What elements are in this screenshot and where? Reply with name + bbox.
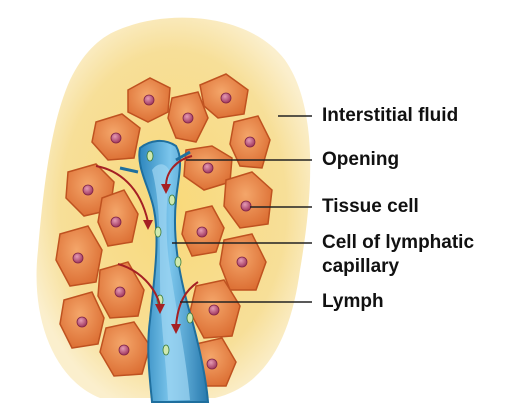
- nucleus: [73, 253, 83, 263]
- endothelial-nucleus: [175, 257, 181, 267]
- endothelial-nucleus: [169, 195, 175, 205]
- nucleus: [144, 95, 154, 105]
- endothelial-nucleus: [187, 313, 193, 323]
- label-tissue-cell: Tissue cell: [322, 195, 419, 219]
- label-cell-of-lymphatic-capillary: Cell of lymphatic capillary: [322, 231, 474, 279]
- label-opening: Opening: [322, 148, 399, 172]
- label-cell-of-lymphatic-line1: Cell of lymphatic: [322, 232, 474, 253]
- nucleus: [203, 163, 213, 173]
- nucleus: [197, 227, 207, 237]
- nucleus: [183, 113, 193, 123]
- nucleus: [77, 317, 87, 327]
- nucleus: [111, 217, 121, 227]
- endothelial-nucleus: [155, 227, 161, 237]
- nucleus: [237, 257, 247, 267]
- label-cell-of-lymphatic-line2: capillary: [322, 255, 474, 279]
- nucleus: [207, 359, 217, 369]
- endothelial-nucleus: [147, 151, 153, 161]
- label-lymph: Lymph: [322, 290, 384, 314]
- nucleus: [245, 137, 255, 147]
- label-interstitial-fluid: Interstitial fluid: [322, 104, 458, 128]
- nucleus: [209, 305, 219, 315]
- nucleus: [83, 185, 93, 195]
- nucleus: [221, 93, 231, 103]
- nucleus: [241, 201, 251, 211]
- nucleus: [111, 133, 121, 143]
- nucleus: [115, 287, 125, 297]
- endothelial-nucleus: [163, 345, 169, 355]
- nucleus: [119, 345, 129, 355]
